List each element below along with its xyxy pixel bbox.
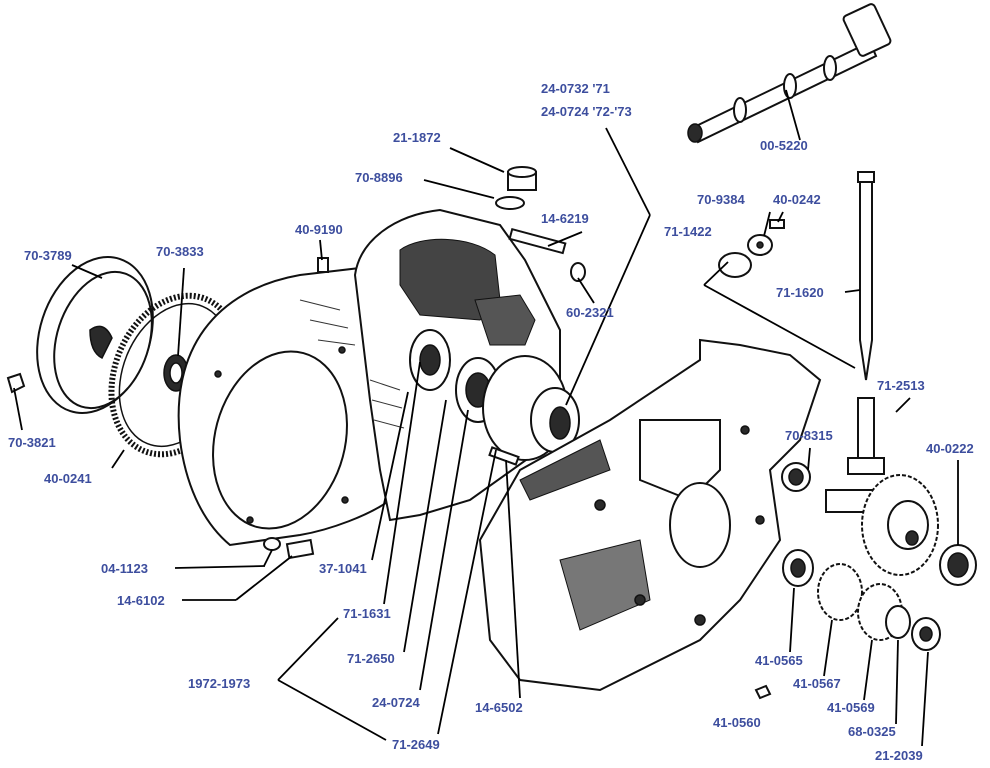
small-gears <box>782 549 941 651</box>
label-41-0565: 41-0565 <box>755 653 803 668</box>
label-41-0560: 41-0560 <box>713 715 761 730</box>
label-00-5220: 00-5220 <box>760 138 808 153</box>
label-04-1123: 04-1123 <box>101 561 148 576</box>
label-21-2039: 21-2039 <box>875 748 923 763</box>
label-68-0325: 68-0325 <box>848 724 896 739</box>
label-70-9384: 70-9384 <box>697 192 745 207</box>
label-21-1872: 21-1872 <box>393 130 441 145</box>
pin-40-9190 <box>317 257 329 273</box>
label-71-1620: 71-1620 <box>776 285 824 300</box>
label-70-8896: 70-8896 <box>355 170 403 185</box>
label-14-6102: 14-6102 <box>117 593 165 608</box>
label-1972-1973: 1972-1973 <box>188 676 250 691</box>
plate-70-9384 <box>718 219 785 278</box>
label-40-9190: 40-9190 <box>295 222 343 237</box>
key-41-0560 <box>754 684 772 700</box>
timing-gear <box>825 474 939 576</box>
label-71-1422: 71-1422 <box>664 224 712 239</box>
pin-70-3821 <box>6 372 26 394</box>
bush-70-8315 <box>781 462 811 492</box>
label-41-0569: 41-0569 <box>827 700 875 715</box>
leader-lines <box>13 89 959 747</box>
label-14-6219: 14-6219 <box>541 211 589 226</box>
crankcase-right-half <box>478 338 822 692</box>
label-40-0241: 40-0241 <box>44 471 92 486</box>
shaft-00-5220 <box>687 3 892 144</box>
screw-14-6502 <box>488 446 520 466</box>
tappet-71-2513 <box>847 397 885 475</box>
label-71-2513: 71-2513 <box>877 378 925 393</box>
label-14-6502: 14-6502 <box>475 700 523 715</box>
label-37-1041: 37-1041 <box>319 561 367 576</box>
label-70-3833: 70-3833 <box>156 244 204 259</box>
primary-housing <box>177 266 397 547</box>
label-70-8315: 70-8315 <box>785 428 833 443</box>
label-24-0724-72: 24-0724 '72-'73 <box>541 104 632 119</box>
bush-40-0222 <box>939 544 977 586</box>
label-40-0242: 40-0242 <box>773 192 821 207</box>
label-70-3789: 70-3789 <box>24 248 72 263</box>
cover-70-3789 <box>36 256 154 414</box>
label-60-2321: 60-2321 <box>566 305 614 320</box>
label-40-0222: 40-0222 <box>926 441 974 456</box>
plug-21-1872 <box>495 166 537 210</box>
label-41-0567: 41-0567 <box>793 676 841 691</box>
label-70-3821: 70-3821 <box>8 435 56 450</box>
label-71-2649: 71-2649 <box>392 737 440 752</box>
label-71-2650: 71-2650 <box>347 651 395 666</box>
washer-04-1123 <box>263 537 315 560</box>
part-labels: 00-5220 24-0732 '71 24-0724 '72-'73 21-1… <box>8 81 974 763</box>
label-71-1631: 71-1631 <box>343 606 391 621</box>
label-24-0732: 24-0732 '71 <box>541 81 610 96</box>
label-24-0724: 24-0724 <box>372 695 420 710</box>
pushrod-71-1620 <box>857 171 875 381</box>
stud-14-6219 <box>508 227 586 282</box>
